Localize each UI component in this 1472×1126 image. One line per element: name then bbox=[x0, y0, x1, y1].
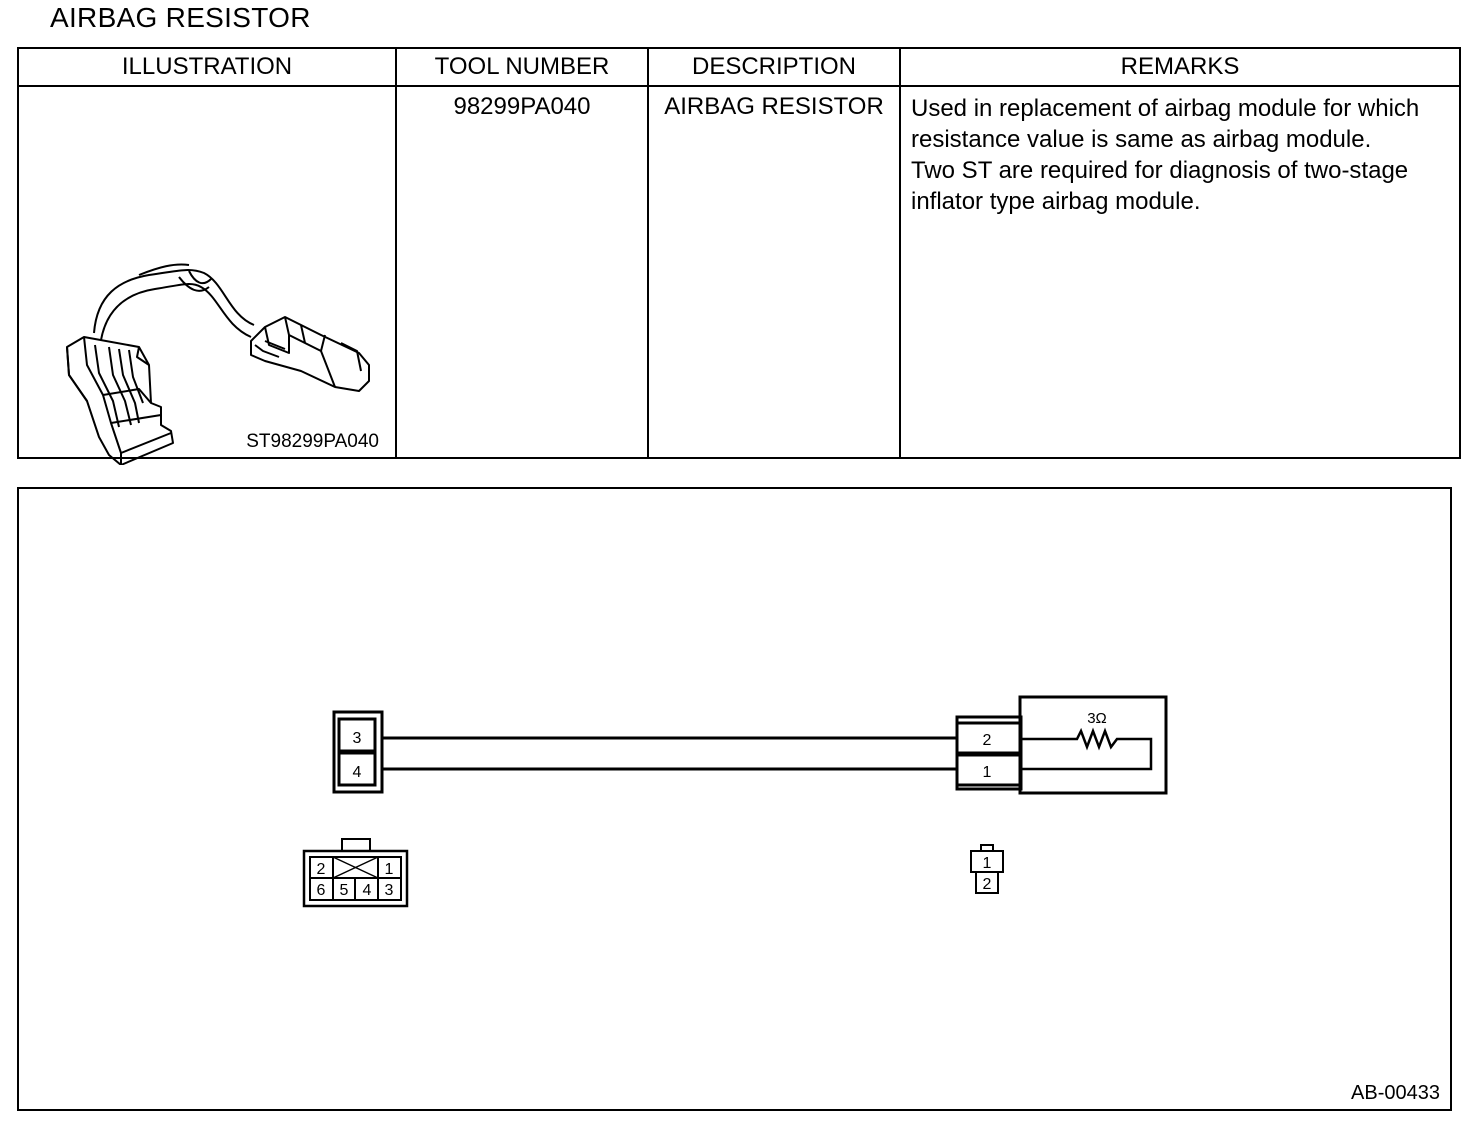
left-pin-4-label: 4 bbox=[353, 764, 362, 781]
right-face-pin-2: 2 bbox=[983, 876, 992, 893]
left-face-outline bbox=[302, 849, 409, 908]
left-face-pin-5: 5 bbox=[340, 882, 349, 899]
left-face-pin-1: 1 bbox=[385, 861, 394, 878]
right-pin-1-label: 1 bbox=[983, 764, 992, 781]
tool-number-cell: 98299PA040 bbox=[395, 85, 649, 459]
resistor-value-label: 3Ω bbox=[1087, 710, 1107, 727]
left-face-latch bbox=[341, 838, 371, 852]
right-pin-2-label: 2 bbox=[983, 732, 992, 749]
header-description: DESCRIPTION bbox=[647, 47, 901, 87]
remarks-line: resistance value is same as airbag modul… bbox=[911, 126, 1372, 153]
page-title: AIRBAG RESISTOR bbox=[50, 2, 311, 33]
harness-illustration bbox=[66, 263, 370, 465]
header-illustration: ILLUSTRATION bbox=[17, 47, 397, 87]
illustration-cell: ST98299PA040 bbox=[17, 85, 397, 465]
header-tool-number: TOOL NUMBER bbox=[395, 47, 649, 87]
left-connector-pin-4-box bbox=[337, 751, 377, 787]
resistor-housing bbox=[1018, 695, 1168, 795]
left-connector-pin-3-box bbox=[337, 717, 377, 753]
table-row: ST98299PA040 98299PA040 AIRBAG RESISTOR … bbox=[17, 85, 1461, 465]
left-face-pin-6: 6 bbox=[317, 882, 326, 899]
description-cell: AIRBAG RESISTOR bbox=[647, 85, 901, 459]
left-face-pin-2: 2 bbox=[317, 861, 326, 878]
right-face-pin-1: 1 bbox=[983, 855, 992, 872]
left-face-pin-3: 3 bbox=[385, 882, 394, 899]
figure-code: AB-00433 bbox=[1351, 1082, 1440, 1104]
remarks-cell: Used in replacement of airbag module for… bbox=[899, 85, 1461, 459]
left-pin-3-label: 3 bbox=[353, 730, 362, 747]
illustration-code: ST98299PA040 bbox=[246, 431, 379, 452]
remarks-line: Two ST are required for diagnosis of two… bbox=[911, 157, 1409, 184]
wiring-diagram-panel: 3 4 2 1 3Ω 2 1 6 5 4 3 1 2 AB-00433 bbox=[17, 487, 1452, 1111]
right-face-pin-2-box bbox=[975, 871, 999, 894]
resistor-circuit bbox=[1021, 727, 1153, 771]
remarks-line: Used in replacement of airbag module for… bbox=[911, 95, 1420, 122]
left-face-pin-4: 4 bbox=[363, 882, 372, 899]
wiring-diagram: 3 4 2 1 3Ω 2 1 6 5 4 3 1 2 bbox=[302, 695, 1168, 908]
header-remarks: REMARKS bbox=[899, 47, 1461, 87]
special-tool-table: ILLUSTRATION TOOL NUMBER DESCRIPTION REM… bbox=[17, 47, 1461, 465]
table-header-row: ILLUSTRATION TOOL NUMBER DESCRIPTION REM… bbox=[17, 47, 1461, 87]
remarks-line: inflator type airbag module. bbox=[911, 188, 1201, 215]
